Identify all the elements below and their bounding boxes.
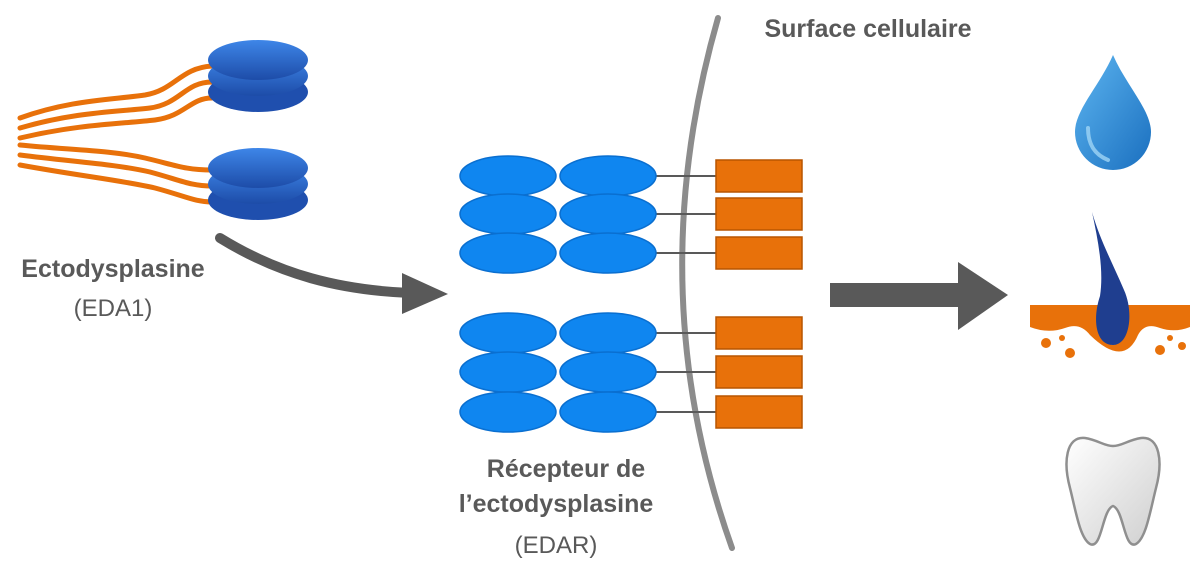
receptor-intracellular-domain	[715, 395, 803, 429]
receptor-unit	[459, 155, 803, 197]
receptor-intracellular-domain	[715, 355, 803, 389]
receptor-intracellular-domain	[715, 197, 803, 231]
hair-follicle-icon	[1030, 212, 1190, 358]
receptor-unit	[459, 312, 803, 354]
sweat-drop-icon	[1075, 55, 1151, 170]
receptor-extracellular-domain	[559, 312, 657, 354]
ligand-strands-upper	[17, 63, 215, 141]
receptor-unit	[459, 193, 803, 235]
receptor-extracellular-domain	[559, 351, 657, 393]
receptor-extracellular-domain	[459, 155, 557, 197]
signaling-arrow	[830, 262, 1008, 330]
receptor-intracellular-domain	[715, 159, 803, 193]
receptor-extracellular-domain	[459, 391, 557, 433]
cell-surface-label: Surface cellulaire	[764, 15, 971, 43]
receptor-extracellular-domain	[459, 312, 557, 354]
ligand-strands-lower	[17, 142, 215, 205]
receptor-unit	[459, 351, 803, 393]
receptor-intracellular-domain	[715, 316, 803, 350]
edar-receptor	[459, 155, 803, 433]
ligand-disc-stack-upper	[208, 40, 308, 112]
eda1-ligand	[17, 40, 308, 220]
receptor-extracellular-domain	[559, 193, 657, 235]
receptor-extracellular-domain	[459, 351, 557, 393]
receptor-extracellular-domain	[459, 193, 557, 235]
binding-arrow	[215, 233, 448, 314]
receptor-unit	[459, 391, 803, 433]
receptor-name-line2: l’ectodysplasine	[459, 490, 654, 518]
receptor-abbr-label: (EDAR)	[515, 532, 598, 559]
receptor-unit	[459, 232, 803, 274]
ligand-name-label: Ectodysplasine	[21, 255, 204, 283]
tooth-icon	[1065, 436, 1161, 546]
receptor-extracellular-domain	[459, 232, 557, 274]
cell-membrane	[679, 15, 735, 551]
receptor-intracellular-domain	[715, 236, 803, 270]
receptor-extracellular-domain	[559, 232, 657, 274]
receptor-extracellular-domain	[559, 391, 657, 433]
ligand-abbr-label: (EDA1)	[74, 295, 153, 322]
ligand-disc-stack-lower	[208, 148, 308, 220]
receptor-name-line1: Récepteur de	[487, 455, 645, 483]
receptor-extracellular-domain	[559, 155, 657, 197]
